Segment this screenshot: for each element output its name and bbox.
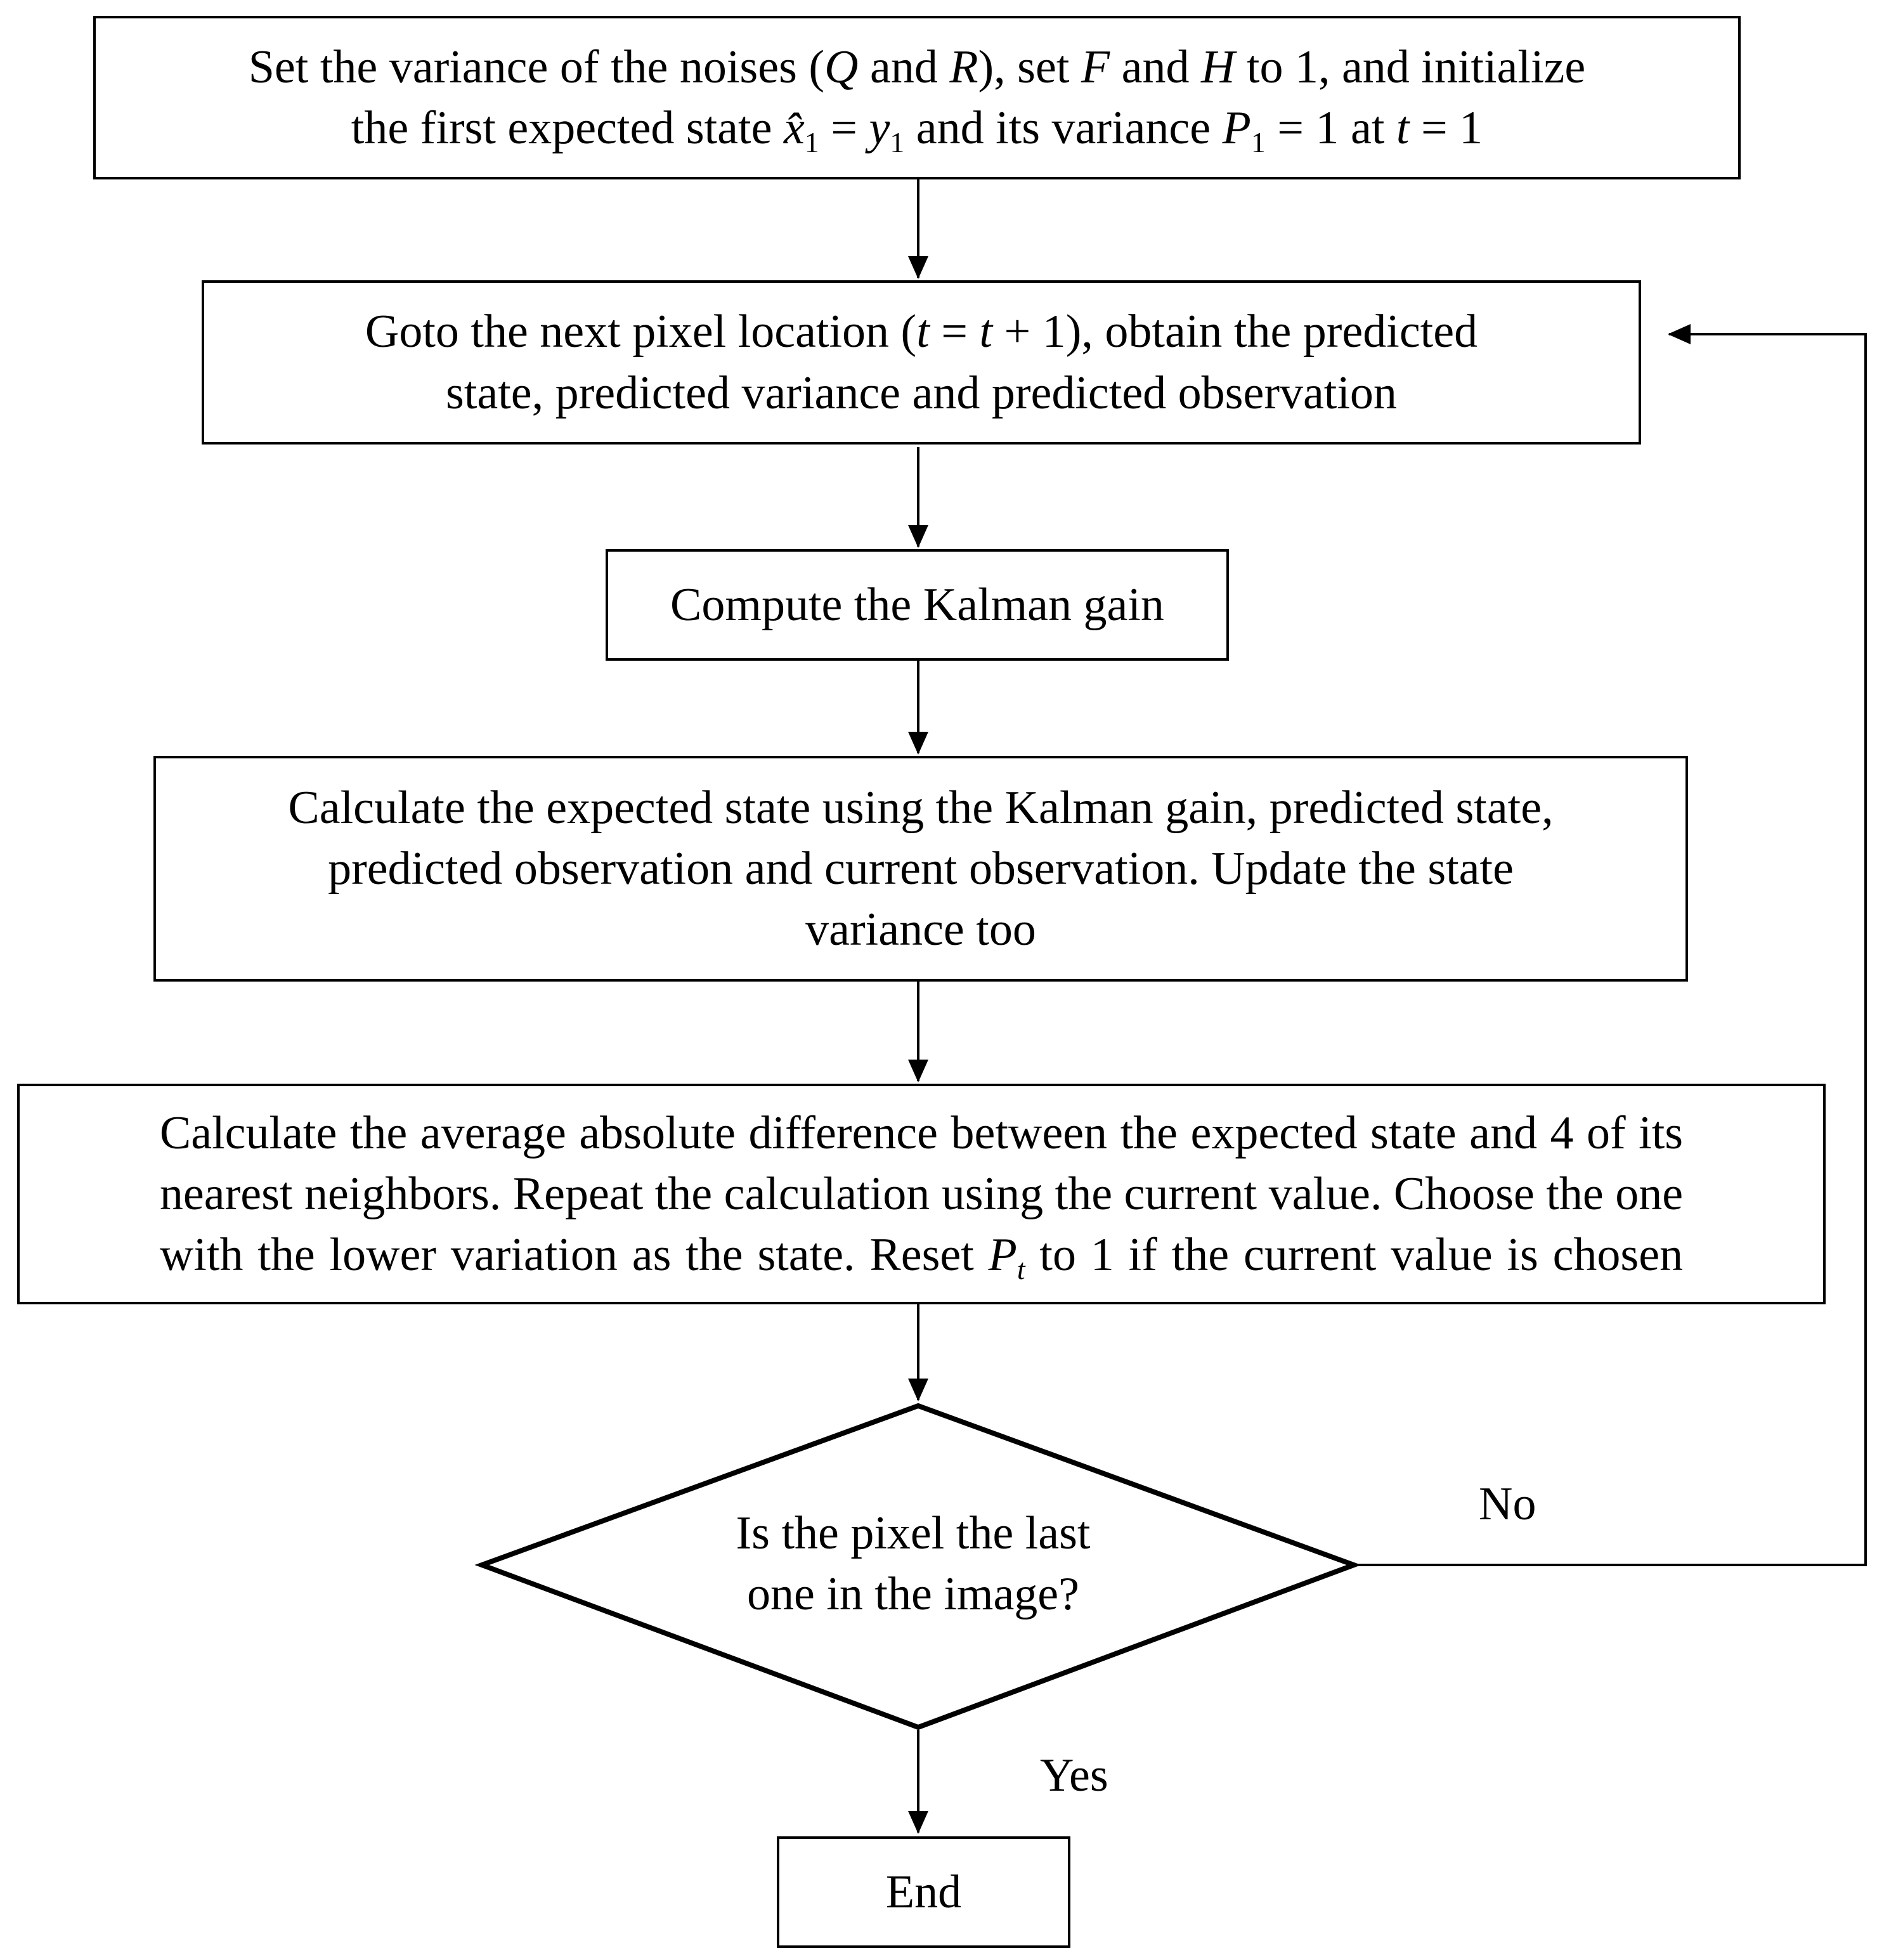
text-segment: P [988,1229,1017,1282]
text-segment: = 1 [1409,102,1483,154]
compare-box: Calculate the average absolute differenc… [17,1084,1826,1304]
compare-line-1: Calculate the average absolute differenc… [159,1107,1684,1159]
compare-line-2: nearest neighbors. Repeat the calculatio… [159,1167,1684,1220]
text-segment: = [929,306,980,358]
text-segment: R [949,41,978,93]
update-line-2: predicted observation and current observ… [328,842,1514,895]
end-label: End [885,1866,962,1918]
init-line-1: Set the variance of the noises (Q and R)… [249,37,1585,98]
arrowhead-gain-to-update [908,732,928,755]
text-segment: t [1016,1252,1025,1285]
text-segment: H [1200,41,1235,93]
text-segment: P [1222,102,1251,154]
text-segment: 1 [1250,126,1266,159]
gain-label: Compute the Kalman gain [670,578,1164,631]
text-segment: and its variance [904,102,1223,154]
arrowhead-update-to-compare [908,1060,928,1082]
arrowhead-compare-to-decision [908,1379,928,1401]
gain-box: Compute the Kalman gain [606,549,1229,661]
text-segment: to 1, and initialize [1235,41,1586,93]
decision-label: Is the pixel the last one in the image? [609,1503,1218,1625]
update-line-1: Calculate the expected state using the K… [288,781,1554,834]
update-line-3: variance too [805,904,1036,956]
text-segment: and [1110,41,1201,93]
text-segment: t [916,306,930,358]
arrowhead-init-to-predict [908,256,928,279]
text-segment: to 1 if the current value is chosen [1025,1229,1684,1282]
text-segment: x̂ [783,102,805,154]
decision-line-2: one in the image? [747,1568,1079,1621]
no-label: No [1479,1478,1536,1530]
text-segment: ), set [978,41,1081,93]
init-line-2: the first expected state x̂1 = y1 and it… [249,98,1585,159]
yes-label: Yes [1040,1749,1108,1801]
text-segment: t [979,306,993,358]
decision-line-1: Is the pixel the last [736,1507,1091,1559]
text-segment: y [869,102,890,154]
predict-line-1: Goto the next pixel location (t = t + 1)… [365,301,1478,362]
arrow-no-loop [1354,333,1867,1566]
text-segment: + 1), obtain the predicted [992,306,1478,358]
text-segment: F [1081,41,1110,93]
arrowhead-no-loop [1668,324,1691,344]
end-box: End [777,1836,1070,1948]
text-segment: and [858,41,950,93]
text-segment: t [1396,102,1410,154]
text-segment: 1 [890,126,905,159]
predict-line-2: state, predicted variance and predicted … [446,367,1397,419]
decision-diamond [474,1403,1361,1730]
predict-box: Goto the next pixel location (t = t + 1)… [202,280,1641,445]
text-segment: with the lower variation as the state. R… [159,1229,989,1282]
text-segment: the first expected state [351,102,784,154]
arrowhead-decision-to-end [908,1811,928,1834]
text-segment: 1 [804,126,819,159]
text-segment: = [819,102,869,154]
update-box: Calculate the expected state using the K… [153,756,1688,982]
text-segment: Q [824,41,859,93]
text-segment: Set the variance of the noises ( [248,41,825,93]
text-segment: = 1 at [1265,102,1396,154]
compare-line-3: with the lower variation as the state. R… [160,1224,1683,1285]
arrowhead-predict-to-gain [908,525,928,548]
init-box: Set the variance of the noises (Q and R)… [93,16,1741,179]
text-segment: Goto the next pixel location ( [365,306,917,358]
